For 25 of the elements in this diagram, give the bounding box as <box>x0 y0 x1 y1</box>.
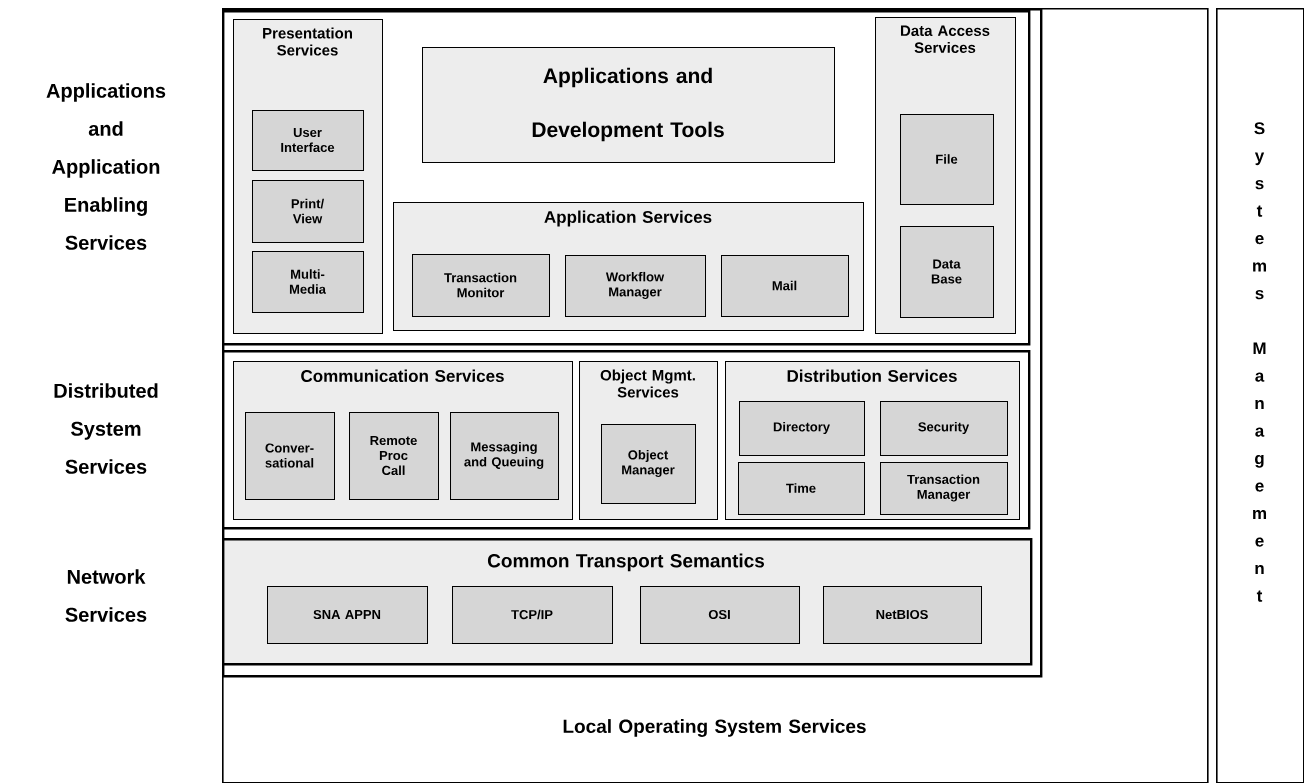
node-label: Network Services <box>65 569 147 622</box>
component-box: Transaction Monitor <box>412 254 550 317</box>
component-box: File <box>900 114 994 205</box>
component-box: Conver- sational <box>245 412 335 500</box>
component-box: Print/ View <box>252 180 364 243</box>
service-box: Applications and Development Tools <box>422 47 835 163</box>
node-label: Distributed System Services <box>54 383 158 474</box>
component-box: Time <box>738 462 865 515</box>
node-label: Applications and Application Enabling Services <box>46 83 166 250</box>
component-box: Data Base <box>900 226 994 318</box>
component-box: User Interface <box>252 110 364 171</box>
component-box: NetBIOS <box>823 586 982 644</box>
component-box: Object Manager <box>601 424 696 504</box>
component-box: Security <box>880 401 1008 456</box>
component-box: Remote Proc Call <box>349 412 439 500</box>
component-box: Multi- Media <box>252 251 364 313</box>
component-box: Transaction Manager <box>880 462 1008 515</box>
component-box: OSI <box>640 586 800 644</box>
component-box: SNA APPN <box>267 586 428 644</box>
component-box: Messaging and Queuing <box>450 412 559 500</box>
component-box: TCP/IP <box>452 586 613 644</box>
component-box: Workflow Manager <box>565 255 706 317</box>
component-box: Directory <box>739 401 865 456</box>
side-box: Systems Management <box>1216 8 1304 783</box>
component-box: Mail <box>721 255 849 317</box>
